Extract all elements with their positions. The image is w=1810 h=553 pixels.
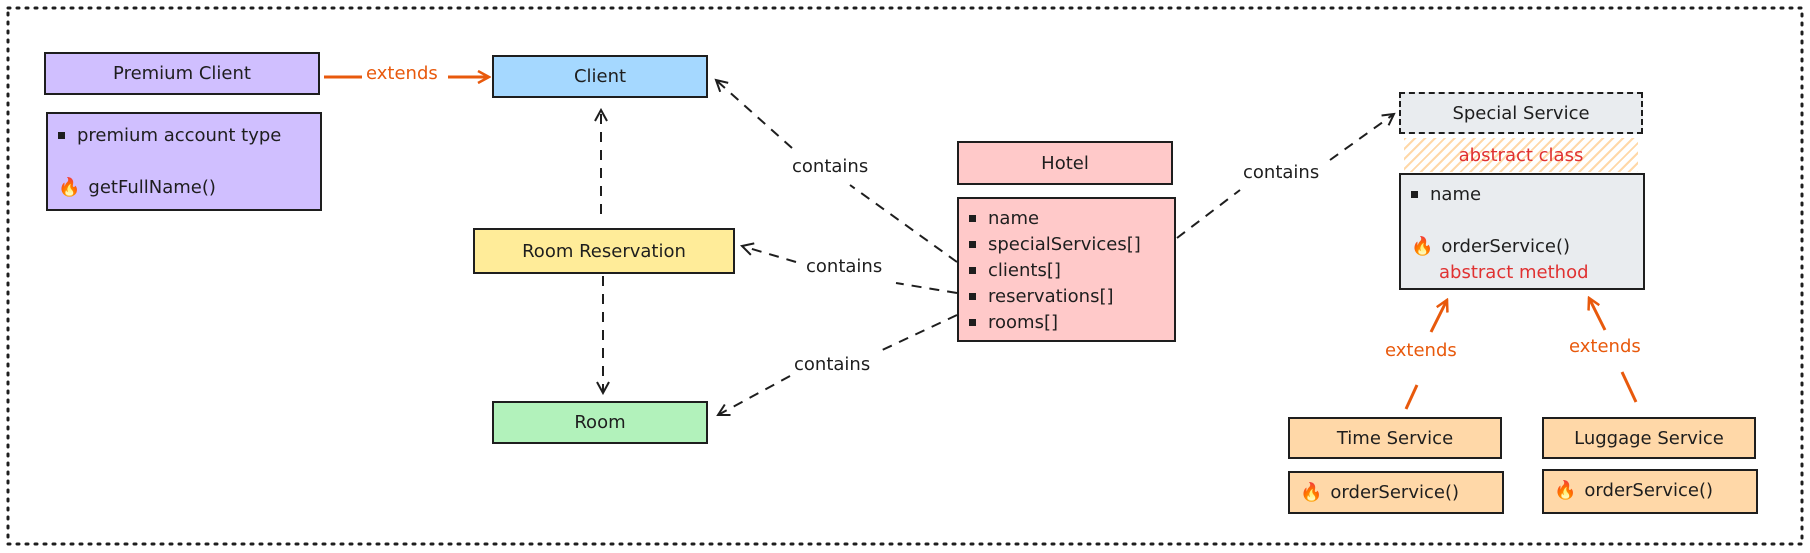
hotel-field-row: name — [969, 205, 1164, 231]
hotel-fields[interactable]: name specialServices[] clients[] reserva… — [957, 197, 1176, 342]
contains-special-line-a — [1176, 189, 1241, 239]
luggage-service-title: Luggage Service — [1574, 427, 1724, 449]
fire-icon: 🔥 — [1554, 479, 1577, 501]
contains-client-line-b — [716, 80, 793, 149]
contains-room-line-a — [877, 314, 958, 353]
extends-luggage-line-a — [1620, 371, 1638, 403]
special-service-attribute-row: name — [1411, 181, 1633, 207]
contains-client-line-a — [849, 184, 958, 263]
hotel-header[interactable]: Hotel — [957, 141, 1173, 185]
hotel-field: reservations[] — [988, 285, 1114, 307]
special-service-method: orderService() — [1441, 235, 1570, 257]
extends-time-label: extends — [1382, 340, 1460, 361]
luggage-service-members[interactable]: 🔥 orderService() — [1542, 469, 1758, 514]
hotel-field: specialServices[] — [988, 233, 1141, 255]
bullet-icon — [969, 266, 976, 274]
room-title: Room — [574, 412, 626, 433]
time-service-method: orderService() — [1330, 481, 1459, 503]
special-service-header[interactable]: Special Service — [1399, 92, 1643, 134]
special-service-stereotype: abstract class — [1404, 138, 1638, 172]
luggage-service-header[interactable]: Luggage Service — [1542, 417, 1756, 459]
hotel-field-row: rooms[] — [969, 309, 1164, 335]
fire-icon: 🔥 — [1300, 481, 1323, 503]
contains-reservation-label: contains — [803, 256, 886, 277]
premium-client-method: getFullName() — [88, 176, 216, 198]
special-service-attribute: name — [1430, 183, 1482, 205]
contains-reservation-line-a — [895, 282, 958, 294]
contains-special-label: contains — [1240, 162, 1323, 183]
contains-special-line-b — [1329, 114, 1394, 161]
client-box[interactable]: Client — [492, 55, 708, 98]
hotel-field-row: specialServices[] — [969, 231, 1164, 257]
luggage-service-method: orderService() — [1584, 479, 1713, 501]
special-service-method-row: 🔥 orderService() — [1411, 233, 1633, 259]
special-service-members[interactable]: name 🔥 orderService() abstract method — [1399, 173, 1645, 290]
hotel-field: name — [988, 207, 1040, 229]
bullet-icon — [969, 292, 976, 300]
premium-client-header[interactable]: Premium Client — [44, 52, 320, 95]
hotel-field: clients[] — [988, 259, 1061, 281]
fire-icon: 🔥 — [58, 176, 81, 198]
bullet-icon — [1411, 190, 1418, 198]
contains-room-label: contains — [791, 354, 874, 375]
bullet-icon — [969, 318, 976, 326]
bullet-icon — [969, 214, 976, 222]
bullet-icon — [969, 240, 976, 248]
time-service-method-row: 🔥 orderService() — [1300, 479, 1492, 505]
special-service-method-note-row: abstract method — [1411, 259, 1633, 285]
extends-time-line-b — [1429, 300, 1447, 333]
special-service-title: Special Service — [1452, 102, 1590, 124]
hotel-field-row: clients[] — [969, 257, 1164, 283]
room-reservation-title: Room Reservation — [522, 240, 686, 262]
extends-premium-label: extends — [363, 63, 441, 84]
hotel-field-row: reservations[] — [969, 283, 1164, 309]
time-service-members[interactable]: 🔥 orderService() — [1288, 471, 1504, 514]
room-box[interactable]: Room — [492, 401, 708, 444]
premium-client-attribute: premium account type — [77, 124, 282, 146]
contains-client-label: contains — [789, 156, 872, 177]
premium-client-method-row: 🔥 getFullName() — [58, 174, 310, 200]
room-reservation-box[interactable]: Room Reservation — [473, 228, 735, 274]
premium-client-members[interactable]: premium account type 🔥 getFullName() — [46, 112, 322, 211]
special-service-method-note: abstract method — [1439, 261, 1589, 283]
client-title: Client — [573, 66, 627, 87]
extends-time-line-a — [1404, 384, 1419, 410]
contains-reservation-line-b — [742, 246, 797, 263]
extends-luggage-line-b — [1589, 298, 1607, 331]
contains-room-line-b — [718, 375, 791, 415]
premium-client-attribute-row: premium account type — [58, 122, 310, 148]
hotel-title: Hotel — [1041, 152, 1089, 174]
bullet-icon — [58, 131, 65, 139]
luggage-service-method-row: 🔥 orderService() — [1554, 477, 1746, 503]
frame-border — [6, 6, 1804, 546]
time-service-header[interactable]: Time Service — [1288, 417, 1502, 459]
fire-icon: 🔥 — [1411, 235, 1434, 257]
hotel-field: rooms[] — [988, 311, 1058, 333]
extends-luggage-label: extends — [1566, 336, 1644, 357]
special-service-stereotype-text: abstract class — [1458, 144, 1584, 166]
time-service-title: Time Service — [1336, 427, 1454, 449]
premium-client-title: Premium Client — [113, 63, 251, 84]
